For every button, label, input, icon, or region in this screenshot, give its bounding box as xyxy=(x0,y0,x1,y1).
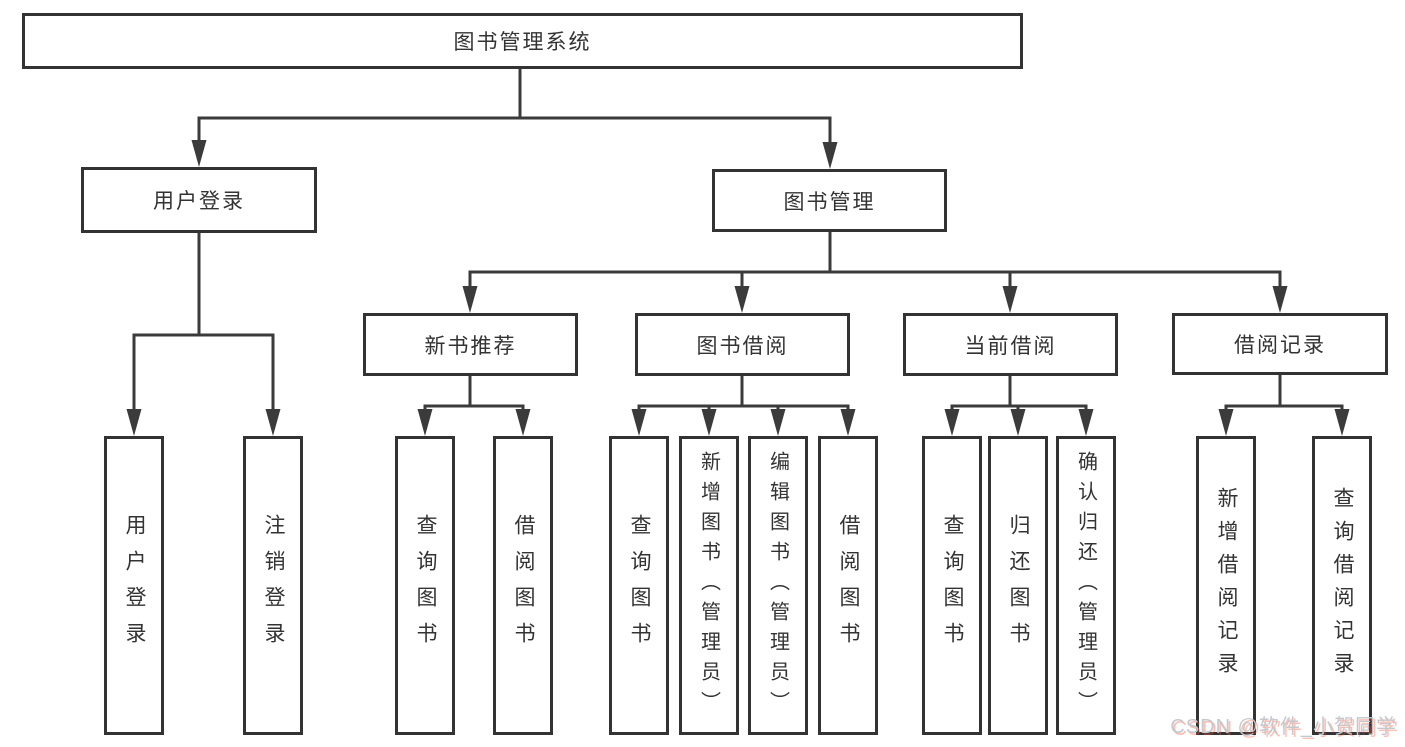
arrowhead xyxy=(1010,409,1026,436)
node-label: 查询借阅记录 xyxy=(1331,486,1354,685)
node-book-management: 图书管理 xyxy=(712,169,947,232)
node-label: 确认归还（管理员） xyxy=(1074,450,1097,721)
leaf-edit-books-admin: 编辑图书（管理员） xyxy=(748,436,808,735)
leaf-add-borrow-record: 新增借阅记录 xyxy=(1196,436,1256,735)
leaf-query-books-borrow: 查询图书 xyxy=(609,436,669,735)
node-label: 查询图书 xyxy=(414,513,437,658)
node-label: 查询图书 xyxy=(941,513,964,658)
node-label: 当前借阅 xyxy=(964,334,1057,358)
leaf-confirm-return-admin: 确认归还（管理员） xyxy=(1056,436,1116,735)
csdn-watermark: CSDN @软件_小贺同学 xyxy=(1170,716,1397,738)
leaf-logout: 注销登录 xyxy=(243,436,303,735)
node-label: 借阅图书 xyxy=(837,513,860,658)
arrowhead xyxy=(701,409,717,436)
leaf-add-books-admin: 新增图书（管理员） xyxy=(679,436,739,735)
node-label: 借阅图书 xyxy=(512,513,535,658)
node-label: 编辑图书（管理员） xyxy=(766,450,789,721)
arrowhead xyxy=(191,140,207,167)
leaf-borrow-books-recommend: 借阅图书 xyxy=(493,436,553,735)
arrowhead xyxy=(944,409,960,436)
node-borrowing-records: 借阅记录 xyxy=(1172,313,1388,375)
leaf-borrow-books: 借阅图书 xyxy=(818,436,878,735)
node-label: 借阅记录 xyxy=(1234,334,1326,357)
arrowhead xyxy=(126,409,142,436)
arrowhead xyxy=(1002,286,1018,313)
node-label: 注销登录 xyxy=(262,513,285,658)
leaf-query-books-current: 查询图书 xyxy=(922,436,982,735)
arrowhead xyxy=(822,142,838,169)
node-root-system: 图书管理系统 xyxy=(22,13,1023,69)
node-label: 新增借阅记录 xyxy=(1215,486,1238,685)
arrowhead xyxy=(417,409,433,436)
node-new-book-recommend: 新书推荐 xyxy=(363,313,578,376)
node-label: 新书推荐 xyxy=(424,334,517,358)
node-label: 图书管理 xyxy=(783,190,876,214)
arrowhead xyxy=(515,409,531,436)
node-current-borrowing: 当前借阅 xyxy=(903,313,1118,376)
leaf-query-borrow-record: 查询借阅记录 xyxy=(1312,436,1372,735)
arrowhead xyxy=(1334,409,1350,436)
arrowhead xyxy=(770,409,786,436)
leaf-return-books: 归还图书 xyxy=(988,436,1048,735)
node-book-borrowing: 图书借阅 xyxy=(635,313,850,376)
arrowhead xyxy=(265,409,281,436)
node-label: 查询图书 xyxy=(628,513,651,658)
arrowhead xyxy=(1078,409,1094,436)
arrowhead xyxy=(840,409,856,436)
arrowhead xyxy=(462,286,478,313)
node-label: 用户登录 xyxy=(153,190,245,213)
arrowhead xyxy=(1272,286,1288,313)
leaf-user-login: 用户登录 xyxy=(104,436,164,735)
node-label: 用户登录 xyxy=(123,513,146,658)
arrowhead xyxy=(734,286,750,313)
node-user-login: 用户登录 xyxy=(81,167,317,233)
arrowhead xyxy=(1218,409,1234,436)
node-label: 图书管理系统 xyxy=(453,31,592,54)
leaf-query-books-recommend: 查询图书 xyxy=(395,436,455,735)
node-label: 图书借阅 xyxy=(696,334,789,358)
node-label: 新增图书（管理员） xyxy=(697,450,720,721)
node-label: 归还图书 xyxy=(1007,513,1030,658)
arrowhead xyxy=(631,409,647,436)
